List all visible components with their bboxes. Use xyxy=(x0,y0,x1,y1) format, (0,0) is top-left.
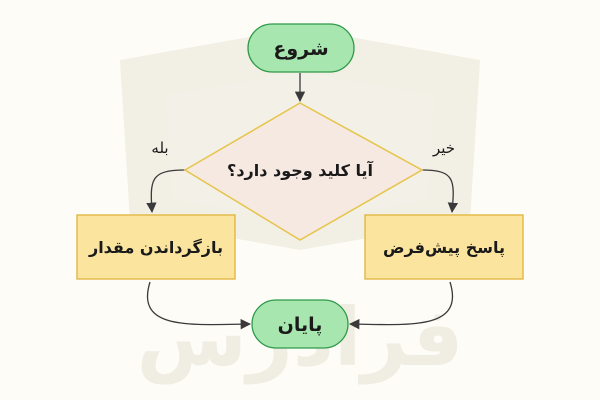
start-node-label: شروع xyxy=(273,38,328,60)
decision-node-label: آیا کلید وجود دارد؟ xyxy=(227,160,373,180)
end-node-label: پایان xyxy=(278,314,323,336)
edge-no-to-end xyxy=(348,281,453,330)
flowchart-edges xyxy=(146,73,459,330)
edge-decision-to-yes xyxy=(146,169,186,214)
end-node: پایان xyxy=(251,299,349,349)
yes-action-node: بازگرداندن مقدار xyxy=(76,214,236,280)
no-action-label: پاسخ پیش‌فرض xyxy=(383,238,505,258)
no-action-node: پاسخ پیش‌فرض xyxy=(364,214,524,280)
yes-action-label: بازگرداندن مقدار xyxy=(88,238,223,257)
decision-node: آیا کلید وجود دارد؟ xyxy=(183,102,424,241)
edge-decision-to-no xyxy=(421,169,459,214)
start-node: شروع xyxy=(247,23,355,73)
yes-edge-label: بله xyxy=(151,139,168,157)
edge-yes-to-end xyxy=(147,281,252,330)
no-edge-label: خیر xyxy=(432,139,455,157)
